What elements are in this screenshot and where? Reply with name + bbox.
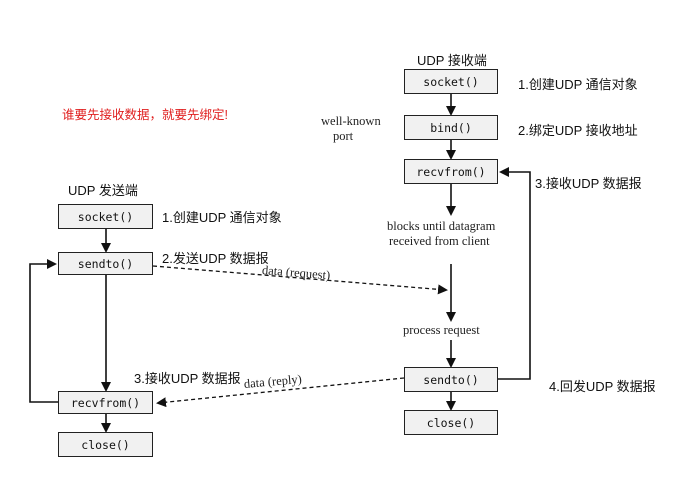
- client-sendto-box: sendto(): [58, 252, 153, 275]
- client-recvfrom-box: recvfrom(): [58, 391, 153, 414]
- client-socket-box: socket(): [58, 204, 153, 229]
- sender-step-2: 2.发送UDP 数据报: [162, 251, 269, 266]
- sender-step-3: 3.接收UDP 数据报: [134, 371, 241, 386]
- arrow-client-loop-back: [29, 259, 58, 403]
- sender-step-1: 1.创建UDP 通信对象: [162, 210, 282, 225]
- blocks-label-line2: received from client: [389, 234, 490, 248]
- blocks-label-line1: blocks until datagram: [387, 219, 496, 233]
- arrow-loop-back-to-recvfrom: [498, 167, 531, 380]
- bind-first-note: 谁要先接收数据，就要先绑定!: [62, 108, 228, 122]
- server-socket-box: socket(): [404, 69, 498, 94]
- arrow-data-reply: [156, 377, 405, 408]
- process-request-label: process request: [403, 323, 480, 337]
- receiver-step-3: 3.接收UDP 数据报: [535, 176, 642, 191]
- server-recvfrom-box: recvfrom(): [404, 159, 498, 184]
- receiver-step-1: 1.创建UDP 通信对象: [518, 77, 638, 92]
- sender-title: UDP 发送端: [68, 183, 138, 198]
- receiver-title: UDP 接收端: [417, 53, 487, 68]
- receiver-step-2: 2.绑定UDP 接收地址: [518, 123, 638, 138]
- server-sendto-box: sendto(): [404, 367, 498, 392]
- well-known-label-line1: well-known: [321, 114, 381, 128]
- server-bind-box: bind(): [404, 115, 498, 140]
- server-close-box: close(): [404, 410, 498, 435]
- client-close-box: close(): [58, 432, 153, 457]
- well-known-label-line2: port: [333, 129, 354, 143]
- receiver-step-4: 4.回发UDP 数据报: [549, 379, 656, 394]
